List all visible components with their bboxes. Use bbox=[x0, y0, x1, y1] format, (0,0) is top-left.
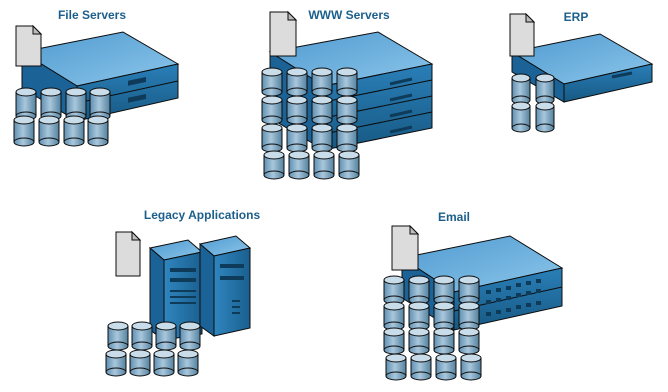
email-label: Email bbox=[437, 210, 471, 224]
erp-group bbox=[509, 12, 654, 133]
erp-storage-drives bbox=[511, 73, 555, 133]
www-servers-document-icon bbox=[269, 10, 298, 57]
legacy-document-icon bbox=[115, 230, 142, 277]
email-storage-drives bbox=[383, 275, 482, 381]
legacy-applications-label: Legacy Applications bbox=[143, 208, 261, 222]
legacy-applications-group bbox=[105, 230, 252, 377]
legacy-tower-servers bbox=[148, 235, 252, 341]
legacy-storage-drives bbox=[105, 321, 201, 377]
www-servers-group bbox=[261, 10, 434, 180]
file-servers-label: File Servers bbox=[57, 8, 127, 22]
file-servers-group bbox=[13, 24, 180, 147]
file-servers-document-icon bbox=[15, 24, 43, 67]
erp-label: ERP bbox=[563, 10, 589, 24]
www-servers-storage-drives bbox=[261, 67, 360, 180]
erp-document-icon bbox=[509, 12, 536, 57]
email-document-icon bbox=[391, 224, 420, 271]
www-servers-label: WWW Servers bbox=[308, 8, 390, 22]
file-servers-storage-drives bbox=[13, 87, 111, 147]
email-group bbox=[383, 224, 564, 381]
